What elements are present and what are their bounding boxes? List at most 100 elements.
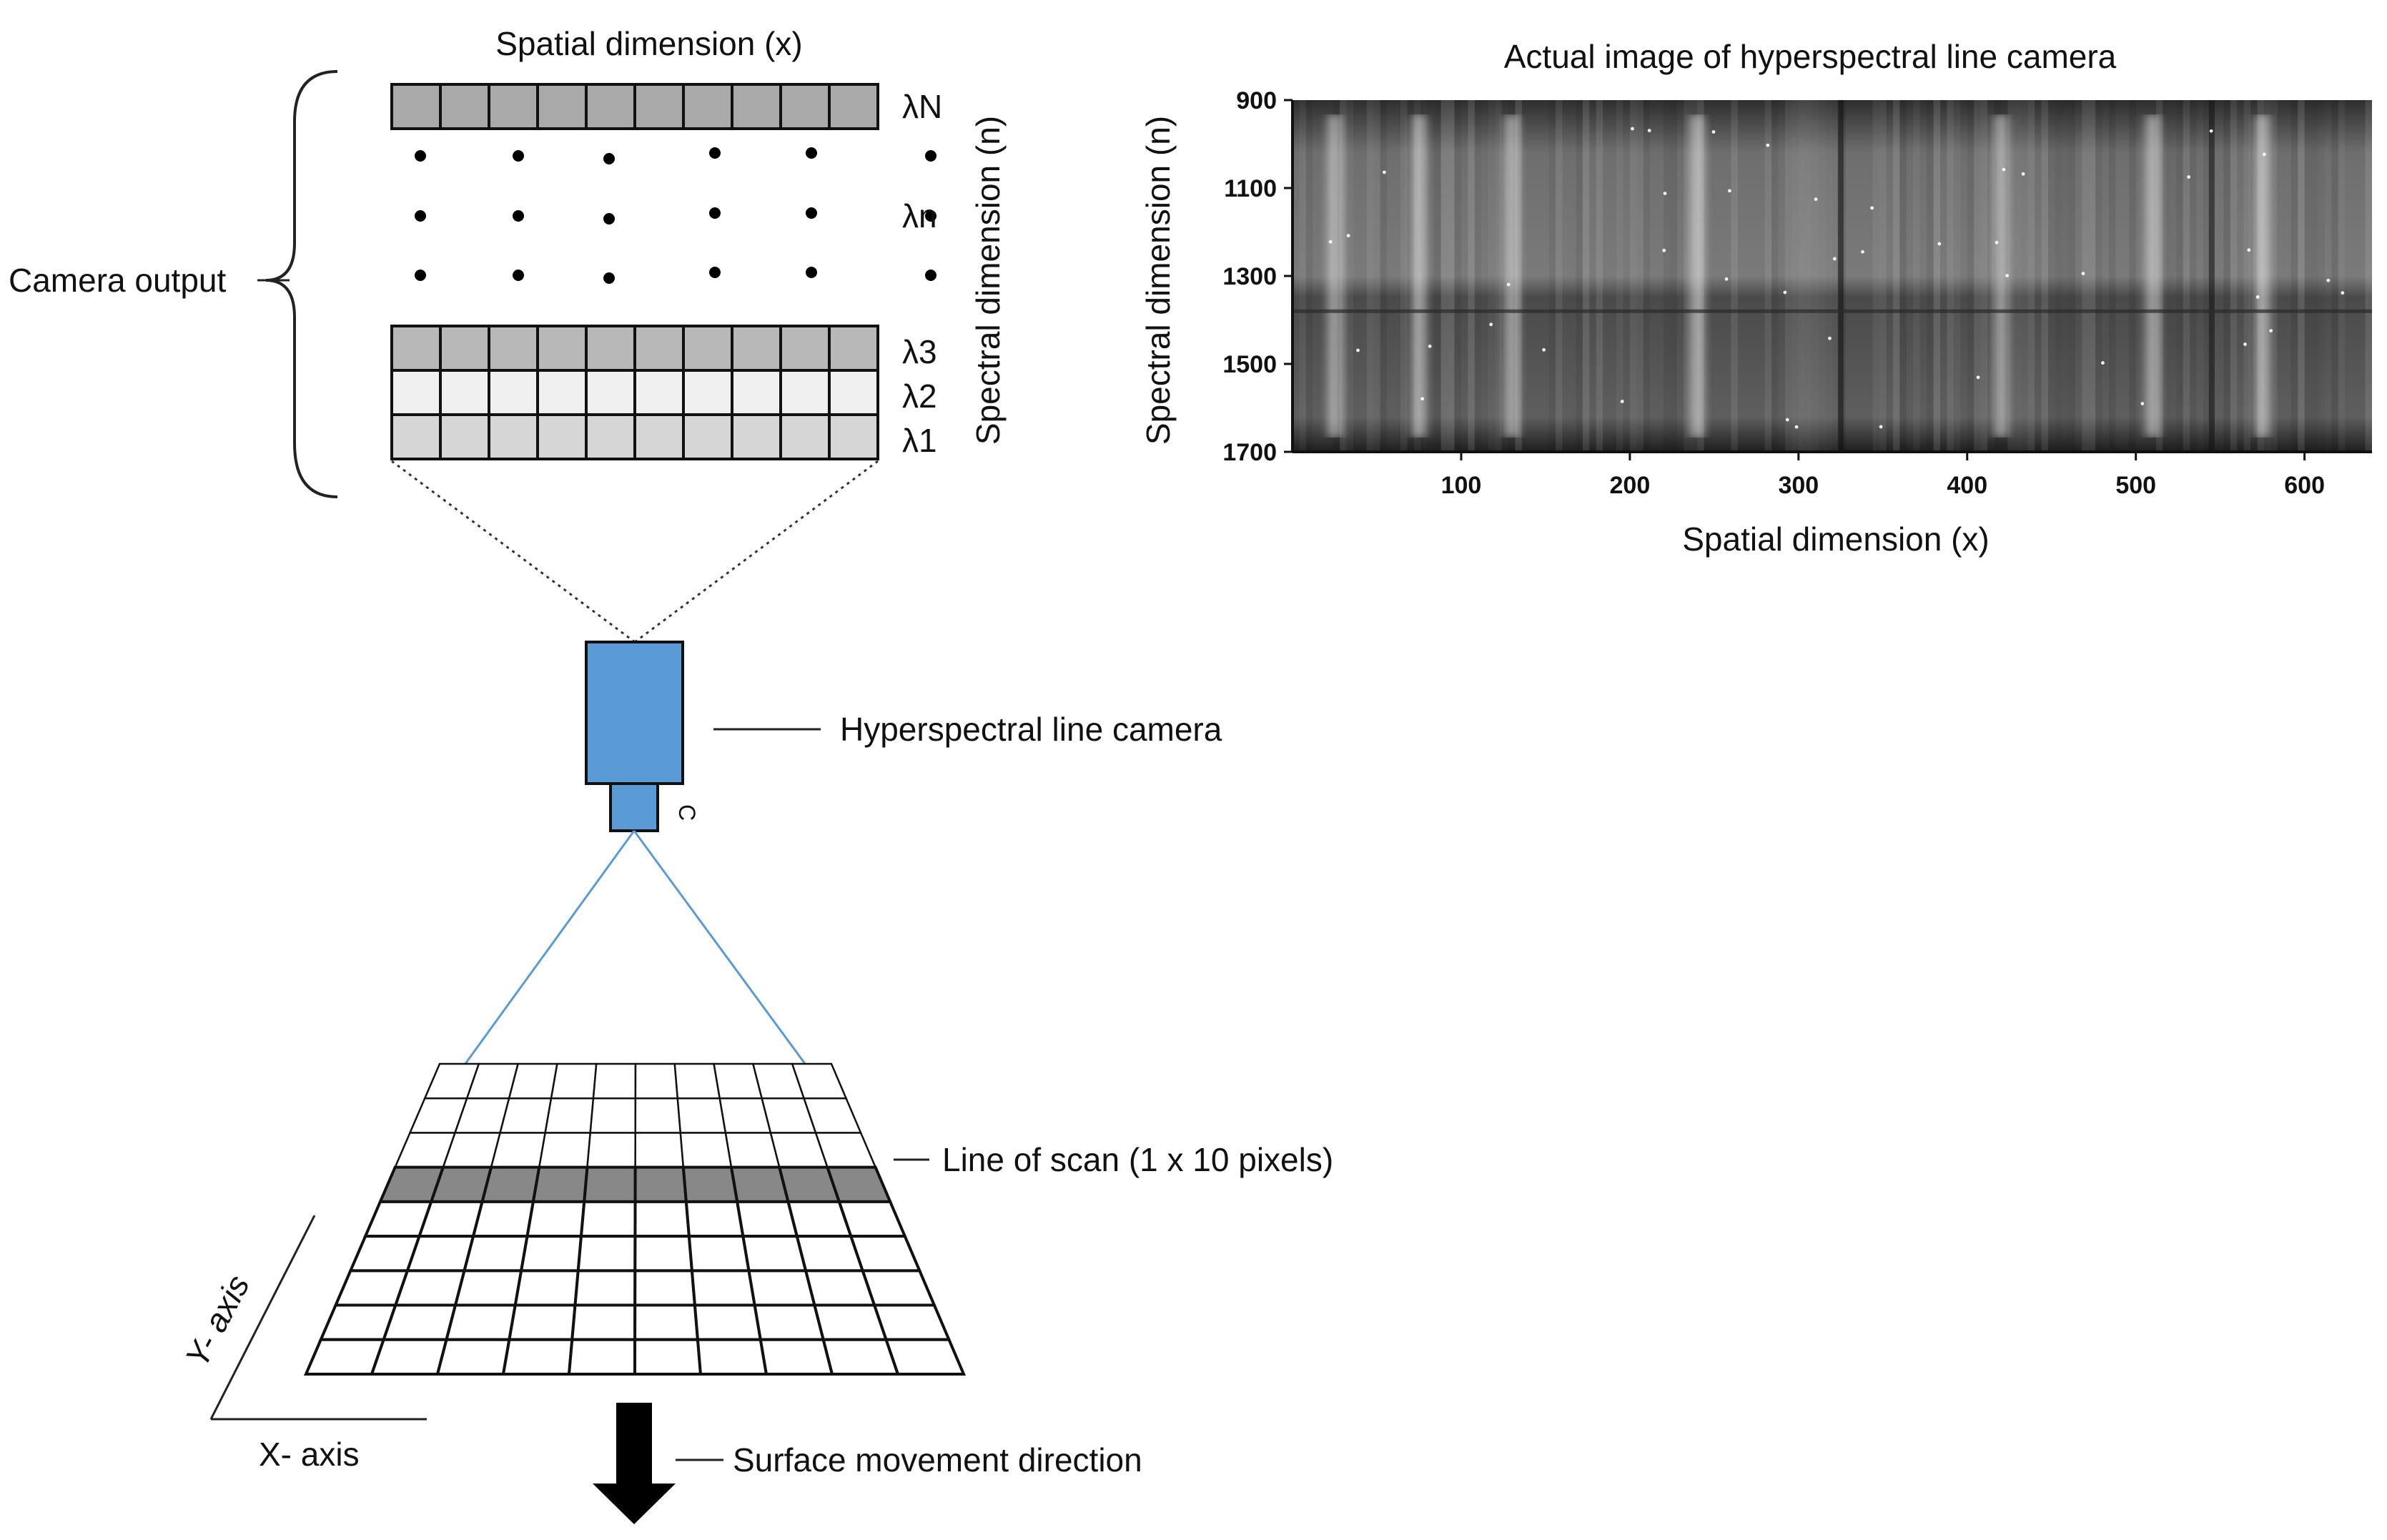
surface-cell bbox=[589, 1097, 637, 1134]
heatmap-streak bbox=[2243, 100, 2251, 452]
surface-cell bbox=[860, 1269, 936, 1307]
heatmap-streak bbox=[1798, 100, 1806, 452]
pixel-cell bbox=[536, 325, 588, 372]
pixel-cell bbox=[633, 83, 685, 130]
ellipsis-dot bbox=[709, 267, 721, 278]
hot-pixel bbox=[1542, 347, 1546, 352]
heatmap-streak bbox=[1664, 100, 1671, 452]
heatmap-streak bbox=[1784, 100, 1792, 452]
hyperspectral-camera: C Hyperspectral line camera bbox=[403, 641, 1222, 1148]
surface-cell bbox=[758, 1338, 834, 1376]
lens-mark: C bbox=[674, 804, 700, 821]
heatmap-streak bbox=[1474, 100, 1482, 452]
heatmap-background bbox=[1293, 100, 2372, 452]
pixel-cell bbox=[731, 325, 782, 372]
heatmap-streak bbox=[1892, 100, 1900, 452]
heatmap-streak bbox=[2129, 100, 2136, 452]
pixel-cell bbox=[439, 369, 490, 416]
heatmap-streak bbox=[1582, 100, 1590, 452]
y-tick-label: 1100 bbox=[1224, 175, 1277, 202]
camera-output-label: Camera output bbox=[9, 262, 226, 299]
surface-cell bbox=[498, 1097, 553, 1134]
hot-pixel bbox=[1383, 170, 1386, 174]
pixel-cell bbox=[633, 413, 685, 460]
surface-cell bbox=[687, 1235, 751, 1273]
heatmap-streak bbox=[2311, 100, 2318, 452]
x-tick-label: 500 bbox=[2115, 472, 2156, 499]
y-axis-line bbox=[209, 1215, 316, 1420]
plot-area bbox=[1291, 100, 2372, 453]
heatmap-streak bbox=[1434, 100, 1441, 452]
pixel-cell bbox=[390, 369, 442, 416]
pixel-cell bbox=[585, 325, 636, 372]
heatmap-streak bbox=[1980, 100, 1988, 452]
heatmap-streak bbox=[1454, 100, 1461, 452]
surface-cell bbox=[633, 1269, 697, 1307]
heatmap-streak bbox=[1974, 100, 1981, 452]
scan-line-label: Line of scan (1 x 10 pixels) bbox=[942, 1141, 1333, 1178]
surface-cell bbox=[513, 1269, 580, 1307]
pixel-cell bbox=[731, 83, 782, 130]
surface-cell bbox=[741, 1235, 808, 1273]
ellipsis-dot bbox=[415, 270, 426, 281]
pixel-cell bbox=[633, 369, 685, 416]
heatmap-streak bbox=[1771, 100, 1779, 452]
fov-dotted-right bbox=[634, 460, 879, 643]
heatmap-streak bbox=[2338, 100, 2346, 452]
heatmap-streak bbox=[1819, 100, 1826, 452]
x-tick-label: 400 bbox=[1947, 472, 1987, 499]
heatmap-streak bbox=[2331, 100, 2338, 452]
camera-output-diagram: Spatial dimension (x) Camera output λN λ… bbox=[9, 25, 1007, 643]
ellipsis-dot bbox=[513, 210, 524, 222]
ellipsis-dot bbox=[806, 147, 817, 159]
hot-pixel bbox=[1631, 127, 1634, 131]
surface-cell bbox=[370, 1338, 449, 1376]
surface-cell bbox=[579, 1200, 637, 1238]
hot-pixel bbox=[1428, 344, 1432, 348]
ellipsis-dot bbox=[513, 270, 524, 281]
ellipsis-dot bbox=[709, 207, 721, 219]
surface-cell bbox=[573, 1269, 637, 1307]
scan-line-cell bbox=[480, 1165, 541, 1203]
movement-label: Surface movement direction bbox=[733, 1441, 1142, 1479]
hot-pixel bbox=[1489, 322, 1493, 327]
hot-pixel bbox=[2341, 291, 2345, 295]
hot-pixel bbox=[2326, 278, 2331, 282]
heatmap-streak bbox=[1548, 100, 1556, 452]
heatmap-streak bbox=[1576, 100, 1583, 452]
heatmap-streak bbox=[1346, 100, 1353, 452]
surface-cell bbox=[693, 1303, 763, 1341]
surface-cell bbox=[633, 1200, 691, 1238]
y-tick-label: 1300 bbox=[1222, 263, 1277, 290]
x-axis-label: X- axis bbox=[259, 1436, 360, 1473]
hot-pixel bbox=[1879, 425, 1883, 429]
heatmap-streak bbox=[1731, 100, 1738, 452]
ellipsis-dot bbox=[603, 272, 615, 284]
heatmap-streak bbox=[1953, 100, 1961, 452]
surface-cell bbox=[696, 1338, 769, 1376]
heatmap-streak bbox=[1670, 100, 1677, 452]
hot-pixel bbox=[1976, 375, 1980, 380]
spectral-dimension-label: Spectral dimension (n) bbox=[969, 116, 1007, 445]
heatmap-streak bbox=[2203, 100, 2210, 452]
pixel-cell bbox=[633, 325, 685, 372]
surface-cell bbox=[849, 1235, 922, 1273]
pixel-cell bbox=[390, 325, 442, 372]
heatmap-streak bbox=[2230, 100, 2238, 452]
heatmap-streak bbox=[1380, 100, 1388, 452]
pixel-cell bbox=[779, 325, 831, 372]
scan-line-cell bbox=[583, 1165, 637, 1203]
heatmap-streak bbox=[1825, 100, 1832, 452]
surface-cell bbox=[684, 1200, 745, 1238]
pixel-cell bbox=[439, 325, 490, 372]
heatmap-streak bbox=[1684, 100, 1691, 452]
pixel-cell bbox=[828, 369, 879, 416]
heatmap-streak bbox=[1448, 100, 1455, 452]
heatmap-streak bbox=[1556, 100, 1563, 452]
hot-pixel bbox=[2187, 175, 2191, 179]
heatmap-streak bbox=[1366, 100, 1374, 452]
hot-pixel bbox=[1814, 197, 1818, 202]
surface-cell bbox=[676, 1097, 727, 1134]
pixel-cell bbox=[536, 413, 588, 460]
